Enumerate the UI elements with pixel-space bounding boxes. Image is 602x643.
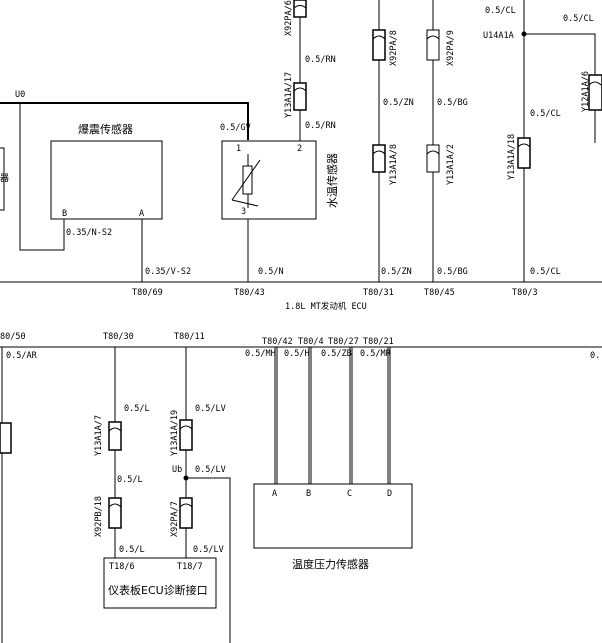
knock-sensor-label: 爆震传感器 [78,122,133,136]
connector-y13a1a7 [108,421,122,451]
tp-pin-d: D [387,489,392,499]
temp-pressure-sensor-box [253,483,413,549]
connector-x92pa9-label: X92PA/9 [446,30,456,66]
connector-x92pa7 [179,497,193,529]
diag-interface-label: 仪表板ECU诊断接口 [108,583,208,597]
wire-h-label: 0.5/H [284,349,310,359]
connector-y13a1a2-label: Y13A1A/2 [446,144,456,185]
terminal-t80-21: T80/21 [363,337,394,347]
knock-pin-a: A [139,209,144,219]
coolant-pin-1: 1 [236,144,241,154]
temp-pressure-sensor-label: 温度压力传感器 [292,557,369,571]
terminal-t80-31: T80/31 [363,288,394,298]
coolant-pin-2: 2 [297,144,302,154]
knock-pin-b: B [62,209,67,219]
coolant-sensor-label: 水温传感器 [326,153,339,208]
splice-ub-label: Ub [172,465,182,475]
splice-u14a1a-dot [521,31,527,37]
wire-l1-label: 0.5/L [124,404,150,414]
connector-y13a1a7-label: Y13A1A/7 [94,415,104,456]
connector-y13a1a19 [179,419,193,451]
splice-u0-label: U0 [15,90,25,100]
coolant-sensor-box [221,140,317,220]
thermistor-arrow [231,159,261,207]
terminal-t80-50: 80/50 [0,332,26,342]
connector-x92pa7-label: X92PA/7 [170,501,180,537]
connector-left-edge [0,422,12,454]
connector-x92pa6-label: X92PA/6 [284,0,294,36]
wire-knock-b [19,103,65,251]
engine-ecu-label: 1.8L MT发动机 ECU [285,301,367,312]
splice-ub-dot [183,475,189,481]
left-edge-component [0,147,5,211]
terminal-t80-3: T80/3 [512,288,538,298]
connector-x92pa8-label: X92PA/8 [389,30,399,66]
knock-sensor-box [50,140,163,220]
terminal-t18-7: T18/7 [177,562,203,572]
wire-rn-upper-label: 0.5/RN [305,55,336,65]
wire-l3-label: 0.5/L [119,545,145,555]
terminal-t80-27: T80/27 [328,337,359,347]
connector-y13a1a18 [517,137,531,169]
wire-zb-label: 0.5/ZB [321,349,352,359]
terminal-t80-42: T80/42 [262,337,293,347]
connector-x92pa9 [426,29,440,61]
wire-lv-branch [186,477,231,643]
wire-n-label: 0.5/N [258,267,284,277]
tp-pin-c: C [347,489,352,499]
terminal-t80-69: T80/69 [132,288,163,298]
terminal-t80-4: T80/4 [298,337,324,347]
left-edge-fragment: 器 [0,173,9,184]
wire-l2-label: 0.5/L [117,475,143,485]
connector-y13a1a8 [372,144,386,173]
wire-ar-label: 0.5/AR [6,351,38,361]
connector-x92pa6 [293,0,307,18]
wire-double-strokes [276,347,389,484]
wire-lv2-label: 0.5/LV [195,465,226,475]
connector-y12a1a6-label: Y12A1A/6 [581,71,591,112]
wire-gv-label: 0.5/GV [220,123,251,133]
connector-y13a1a19-label: Y13A1A/19 [170,410,180,456]
wire-vs2-label: 0.35/V-S2 [145,267,191,277]
connector-y13a1a18-label: Y13A1A/18 [507,134,517,180]
terminal-t18-6: T18/6 [109,562,135,572]
tp-pin-a: A [272,489,277,499]
coolant-pin-3: 3 [241,207,246,217]
wire-lv1-label: 0.5/LV [195,404,226,414]
wire-cl-bot-label: 0.5/CL [530,267,561,277]
connector-x92pb18 [108,497,122,529]
splice-u14a1a-label: U14A1A [483,31,514,41]
wire-edge-right-label: 0. [590,351,600,361]
connector-y13a1a17-label: Y13A1A/17 [284,72,294,118]
connector-x92pa8 [372,29,386,61]
connector-y13a1a17 [293,82,307,111]
wire-zn-bot-label: 0.5/ZN [381,267,412,277]
wire-bg-bot-label: 0.5/BG [437,267,468,277]
connector-y12a1a6 [588,74,602,111]
terminal-t80-11: T80/11 [174,332,205,342]
wire-ns2-label: 0.35/N-S2 [66,228,112,238]
connector-x92pb18-label: X92PB/18 [94,496,104,537]
wire-rn-lower-label: 0.5/RN [305,121,336,131]
wire-cl-mid-label: 0.5/CL [530,109,561,119]
wire-lv3-label: 0.5/LV [193,545,224,555]
terminal-t80-45: T80/45 [424,288,455,298]
tp-pin-b: B [306,489,311,499]
ground-bus-u0 [0,102,249,140]
wire-cl-top-b-label: 0.5/CL [563,14,594,24]
wire-mh-label: 0.5/MH [245,349,276,359]
wire-bg-mid-label: 0.5/BG [437,98,468,108]
diag-interface-box [103,557,217,609]
wire-zn-mid-label: 0.5/ZN [383,98,414,108]
thermistor-symbol [242,165,253,195]
terminal-t80-30: T80/30 [103,332,134,342]
terminal-t80-43: T80/43 [234,288,265,298]
connector-y13a1a2 [426,144,440,173]
connector-y13a1a8-label: Y13A1A/8 [389,144,399,185]
wire-cl-top-a-label: 0.5/CL [485,6,516,16]
wire-mr-label: 0.5/MR [360,349,392,359]
